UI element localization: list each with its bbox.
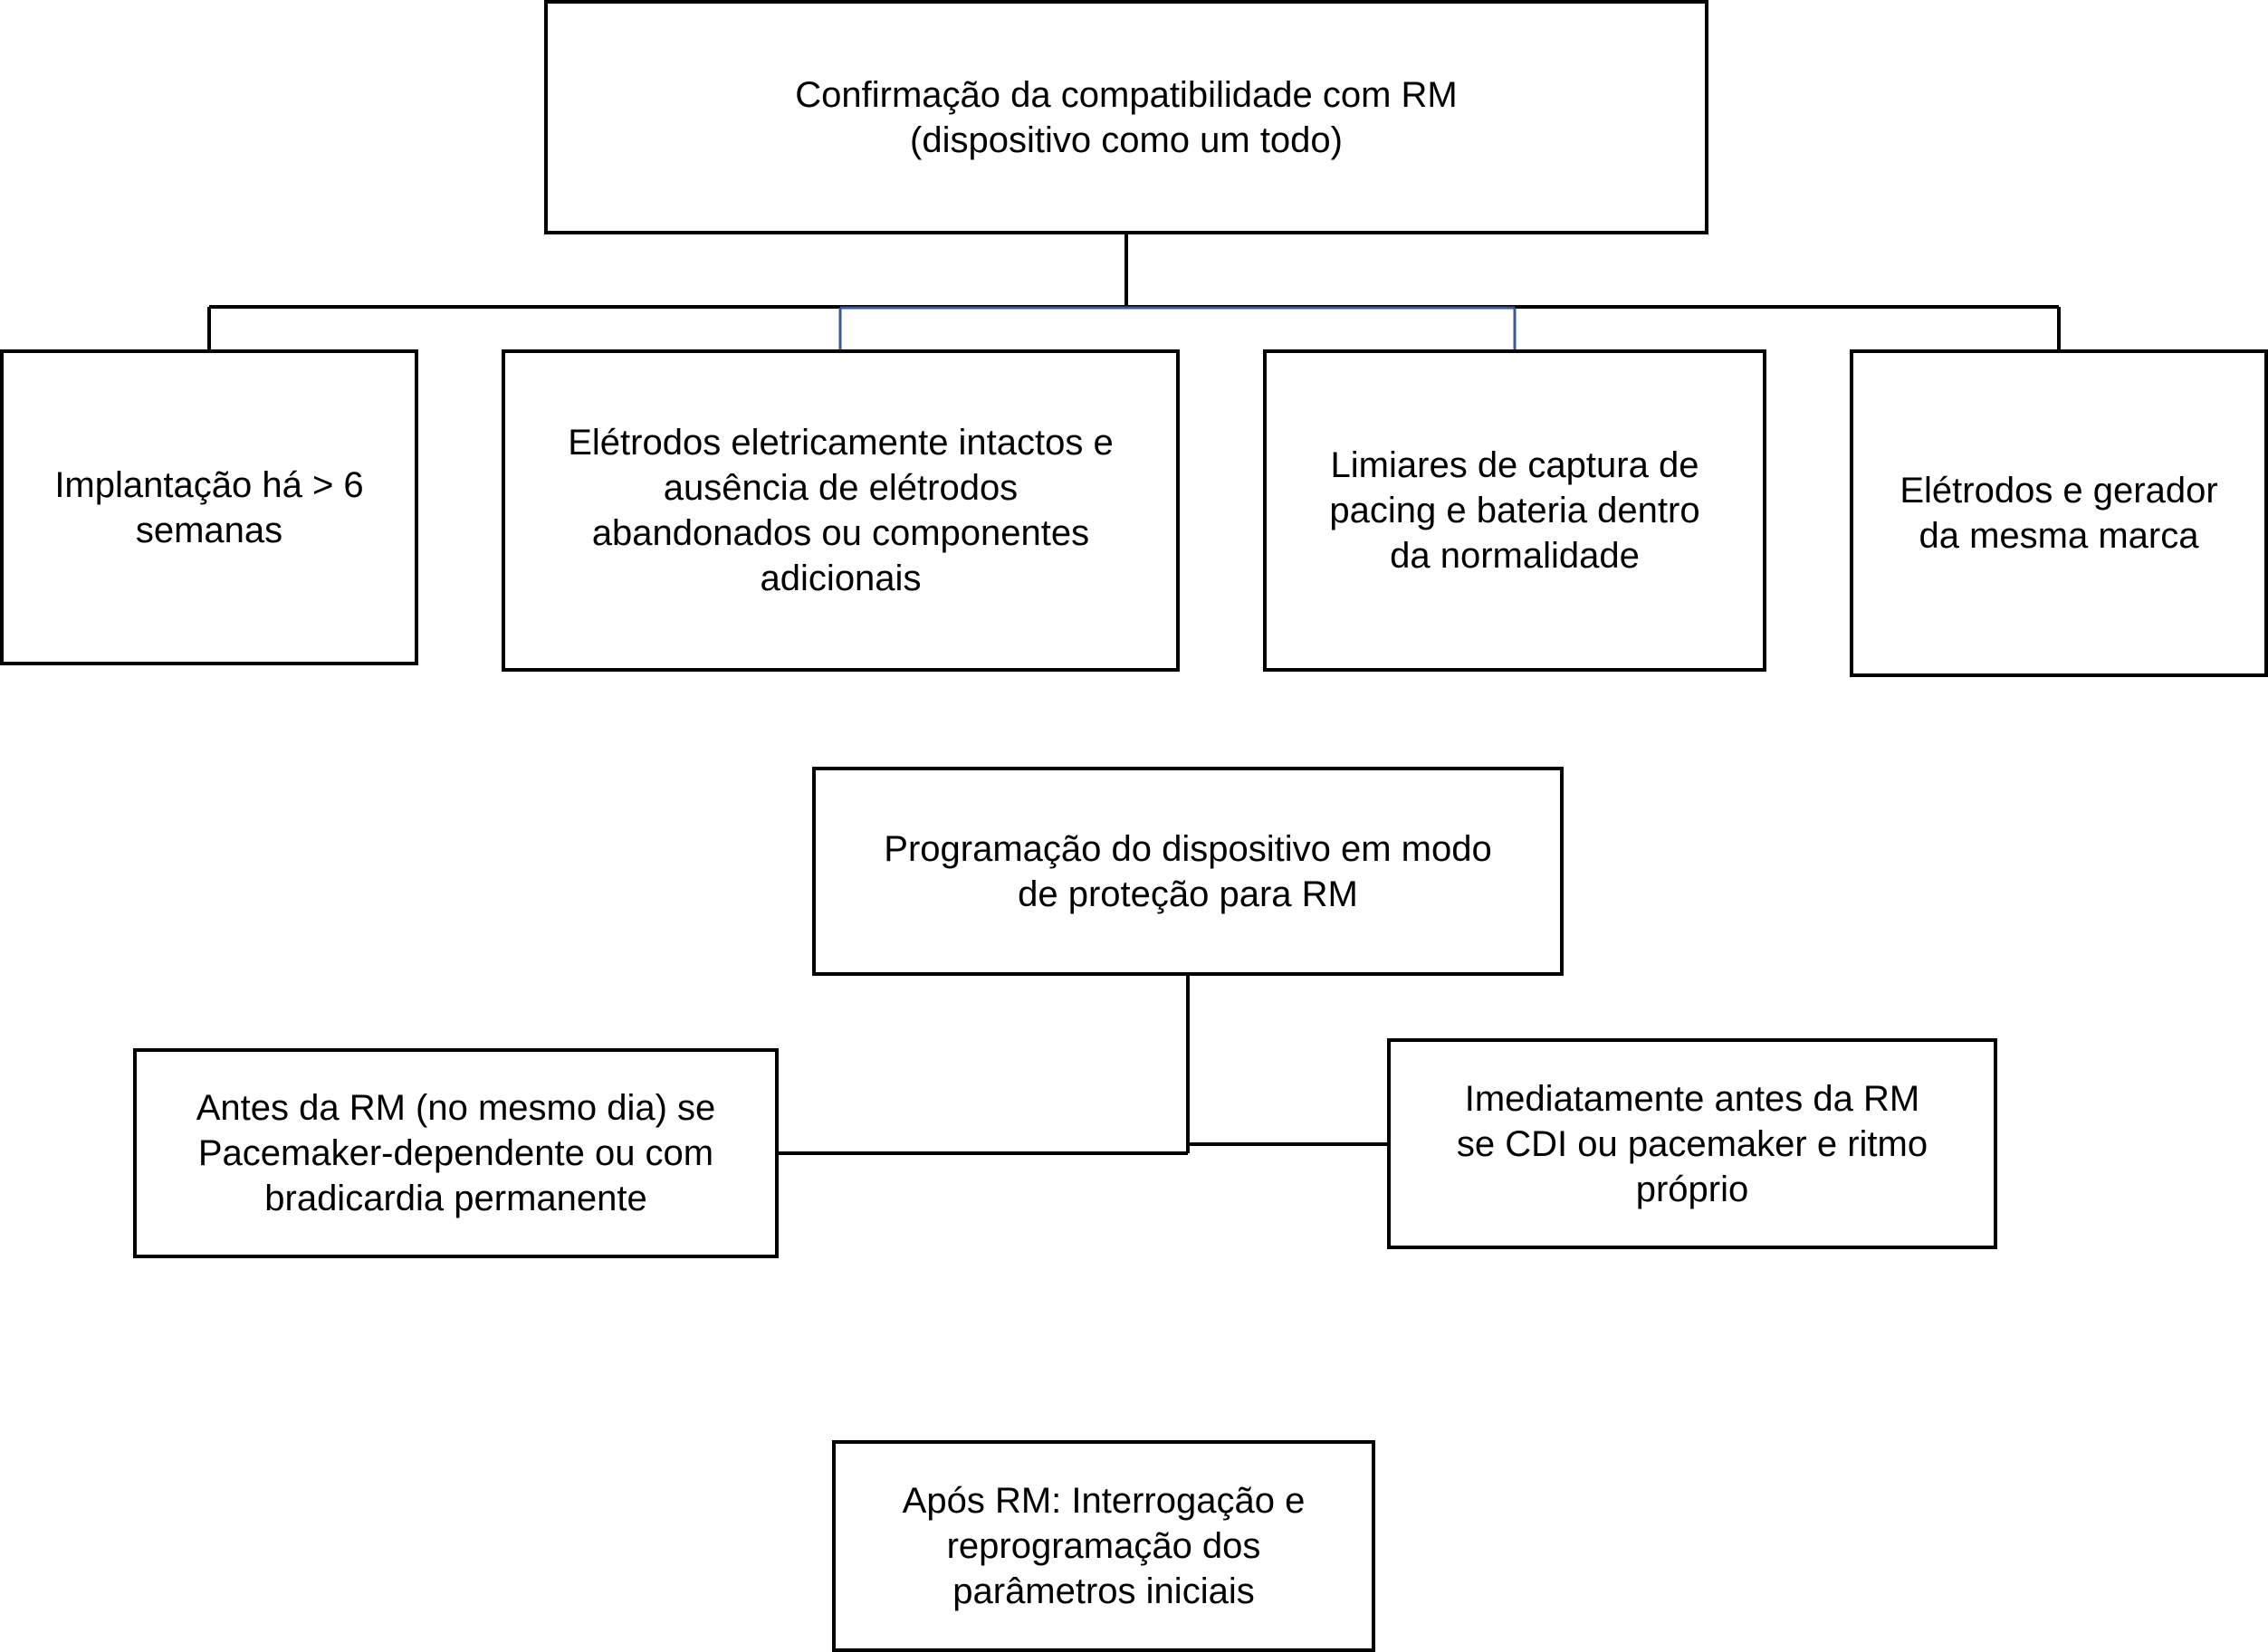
node-before-mri-line-1: Antes da RM (no mesmo dia) se (196, 1088, 716, 1128)
node-before-mri-line-3: bradicardia permanente (264, 1179, 647, 1218)
node-electrodes-intact-line-4: adicionais (760, 559, 922, 598)
node-same-brand-line-2: da mesma marca (1919, 516, 2199, 556)
node-electrodes-intact-line-2: ausência de elétrodos (663, 468, 1019, 508)
node-implant-time-line-2: semanas (135, 510, 283, 550)
node-capture-thresholds-line-2: pacing e bateria dentro (1329, 491, 1700, 530)
node-electrodes-intact-line-1: Elétrodos eletricamente intactos e (568, 423, 1114, 463)
node-before-mri-line-2: Pacemaker-dependente ou com (197, 1133, 714, 1173)
node-immediately-before-mri-line-1: Imediatamente antes da RM (1464, 1078, 1920, 1119)
node-immediately-before-mri-line-3: próprio (1635, 1169, 1749, 1209)
node-device-programming-line-2: de proteção para RM (1018, 874, 1358, 914)
node-after-mri-line-2: reprogramação dos (946, 1526, 1261, 1566)
node-same-brand-line-1: Elétrodos e gerador (1900, 471, 2218, 511)
node-electrodes-intact-line-3: abandonados ou componentes (591, 513, 1090, 553)
node-implant-time: Implantação há > 6 semanas (0, 349, 418, 665)
node-implant-time-line-1: Implantação há > 6 (54, 464, 364, 505)
node-after-mri-line-3: parâmetros iniciais (952, 1571, 1255, 1611)
node-immediately-before-mri-line-2: se CDI ou pacemaker e ritmo (1456, 1123, 1928, 1164)
node-electrodes-intact: Elétrodos eletricamente intactos e ausên… (502, 349, 1180, 672)
node-mri-compatibility: Confirmação da compatibilidade com RM (d… (544, 0, 1708, 234)
node-before-mri: Antes da RM (no mesmo dia) se Pacemaker-… (133, 1048, 779, 1258)
node-capture-thresholds-line-3: da normalidade (1390, 536, 1640, 576)
node-immediately-before-mri: Imediatamente antes da RM se CDI ou pace… (1387, 1038, 1997, 1249)
node-after-mri: Após RM: Interrogação e reprogramação do… (832, 1440, 1375, 1652)
node-capture-thresholds-line-1: Limiares de captura de (1330, 445, 1699, 485)
node-same-brand: Elétrodos e gerador da mesma marca (1850, 349, 2268, 677)
node-after-mri-line-1: Após RM: Interrogação e (902, 1481, 1306, 1521)
node-mri-compatibility-line-2: (dispositivo como um todo) (910, 119, 1343, 160)
node-device-programming-line-1: Programação do dispositivo em modo (884, 828, 1492, 869)
node-capture-thresholds: Limiares de captura de pacing e bateria … (1263, 349, 1766, 672)
node-device-programming: Programação do dispositivo em modo de pr… (812, 767, 1564, 976)
node-mri-compatibility-line-1: Confirmação da compatibilidade com RM (795, 74, 1458, 115)
